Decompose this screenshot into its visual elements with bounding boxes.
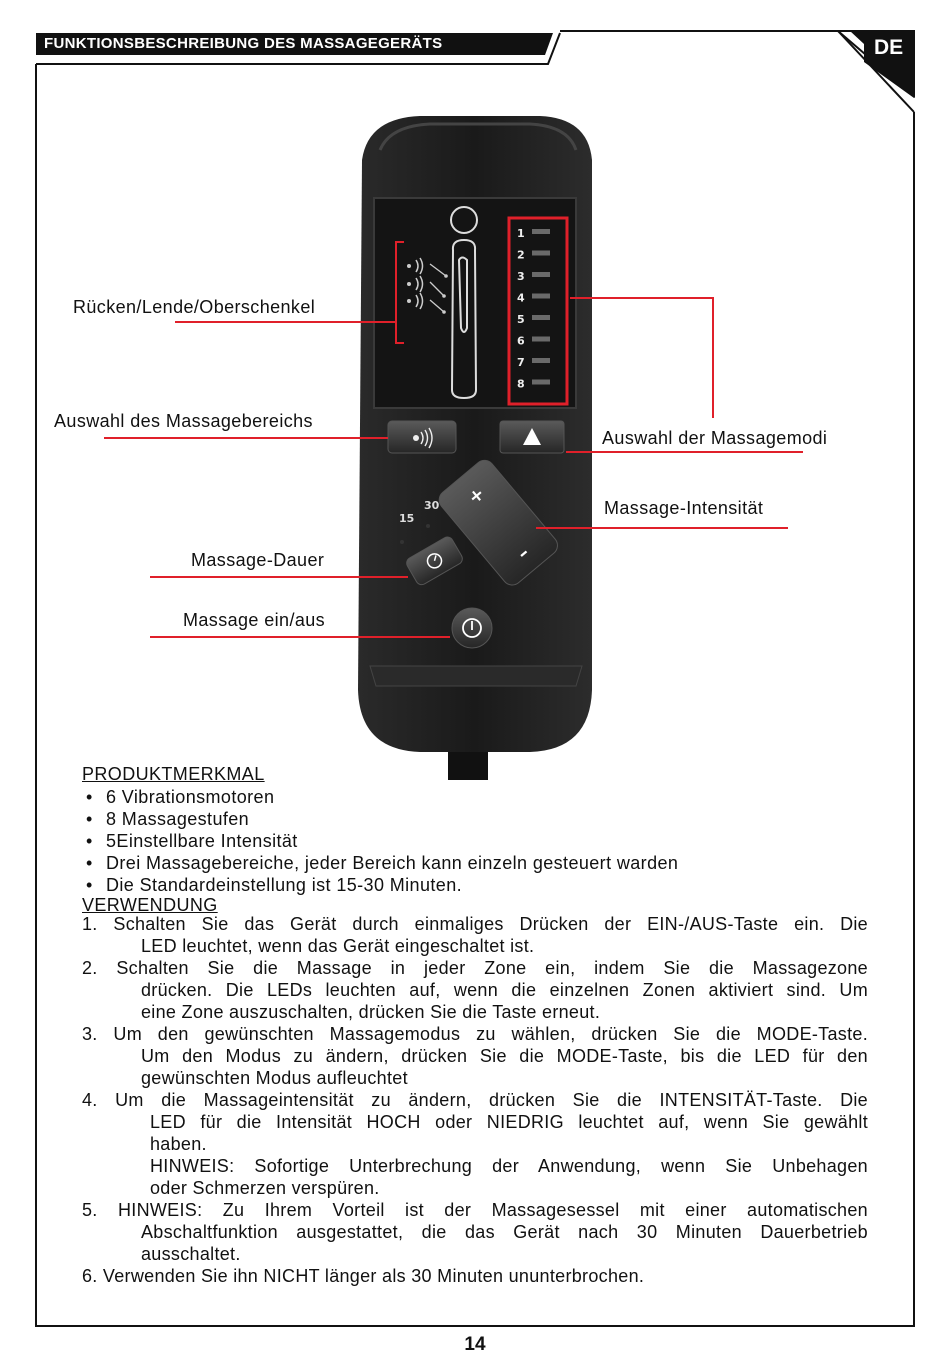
callout-zone: Rücken/Lende/Oberschenkel	[73, 297, 315, 318]
usage-steps: 1. Schalten Sie das Gerät durch einmalig…	[82, 913, 868, 1287]
list-item: 8 Massagestufen	[82, 808, 872, 830]
features-list: 6 Vibrationsmotoren 8 Massagestufen 5Ein…	[82, 786, 872, 896]
callout-mode-select: Auswahl der Massagemodi	[602, 428, 827, 449]
usage-step-line: 2. Schalten Sie die Massage in jeder Zon…	[82, 957, 868, 979]
features-title: PRODUKTMERKMAL	[82, 764, 265, 785]
usage-step-line: drücken. Die LEDs leuchten auf, wenn die…	[82, 979, 868, 1001]
usage-step-line: oder Schmerzen verspüren.	[82, 1177, 868, 1199]
usage-step-line: ausschaltet.	[82, 1243, 868, 1265]
callout-area-select: Auswahl des Massagebereichs	[54, 411, 313, 432]
usage-step-line: LED leuchtet, wenn das Gerät eingeschalt…	[82, 935, 868, 957]
usage-step-line: 4. Um die Massageintensität zu ändern, d…	[82, 1089, 868, 1111]
usage-step-line: Abschaltfunktion ausgestattet, die das G…	[82, 1221, 868, 1243]
usage-step: 1. Schalten Sie das Gerät durch einmalig…	[82, 913, 868, 957]
callout-duration: Massage-Dauer	[191, 550, 324, 571]
usage-step: 6. Verwenden Sie ihn NICHT länger als 30…	[82, 1265, 868, 1287]
list-item: 6 Vibrationsmotoren	[82, 786, 872, 808]
usage-step-line: Um den Modus zu ändern, drücken Sie die …	[82, 1045, 868, 1067]
callout-power: Massage ein/aus	[183, 610, 325, 631]
usage-step-line: haben.	[82, 1133, 868, 1155]
usage-step: 2. Schalten Sie die Massage in jeder Zon…	[82, 957, 868, 1023]
usage-step-line: 3. Um den gewünschten Massagemodus zu wä…	[82, 1023, 868, 1045]
usage-step-line: LED für die Intensität HOCH oder NIEDRIG…	[82, 1111, 868, 1133]
usage-step: 4. Um die Massageintensität zu ändern, d…	[82, 1089, 868, 1199]
list-item: Drei Massagebereiche, jeder Bereich kann…	[82, 852, 872, 874]
usage-step-line: 5. HINWEIS: Zu Ihrem Vorteil ist der Mas…	[82, 1199, 868, 1221]
usage-step: 3. Um den gewünschten Massagemodus zu wä…	[82, 1023, 868, 1089]
usage-step: 5. HINWEIS: Zu Ihrem Vorteil ist der Mas…	[82, 1199, 868, 1265]
usage-step-line: eine Zone auszuschalten, drücken Sie die…	[82, 1001, 868, 1023]
list-item: 5Einstellbare Intensität	[82, 830, 872, 852]
callout-intensity: Massage-Intensität	[604, 498, 763, 519]
usage-step-line: gewünschten Modus aufleuchtet	[82, 1067, 868, 1089]
usage-step-line: 1. Schalten Sie das Gerät durch einmalig…	[82, 913, 868, 935]
usage-step-line: HINWEIS: Sofortige Unterbrechung der Anw…	[82, 1155, 868, 1177]
list-item: Die Standardeinstellung ist 15-30 Minute…	[82, 874, 872, 896]
usage-step-line: 6. Verwenden Sie ihn NICHT länger als 30…	[82, 1265, 868, 1287]
